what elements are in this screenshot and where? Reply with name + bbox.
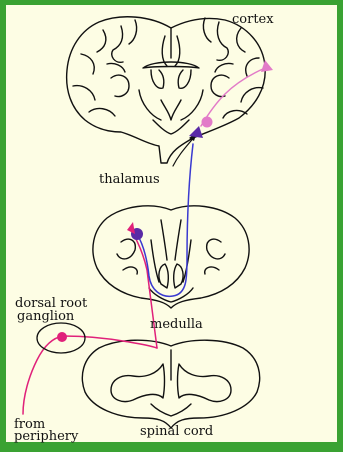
brain-section xyxy=(67,17,266,163)
medulla-outline xyxy=(93,206,249,308)
pathway-diagram xyxy=(11,8,331,442)
thalamus-neuron-purple xyxy=(189,126,203,138)
central-axon xyxy=(63,336,157,348)
ganglion-neuron xyxy=(57,332,67,342)
medial-lemniscus xyxy=(137,144,193,296)
dorsal-root-label-2: ganglion xyxy=(17,310,74,323)
medulla-label: medulla xyxy=(150,318,203,331)
brain-outline xyxy=(67,17,266,163)
spinal-cord-section xyxy=(82,340,259,428)
spinal-cord-label: spinal cord xyxy=(140,425,213,438)
thalamocortical-tract xyxy=(201,68,265,126)
thalamus-neuron-pink xyxy=(202,117,213,128)
from-periphery-label-2: periphery xyxy=(14,430,78,443)
thalamus-label: thalamus xyxy=(99,173,160,186)
cortex-label: cortex xyxy=(232,13,274,26)
medulla-neuron-pink-ending xyxy=(127,222,135,234)
cortex-neuron xyxy=(261,60,273,72)
medulla-section xyxy=(93,206,249,308)
